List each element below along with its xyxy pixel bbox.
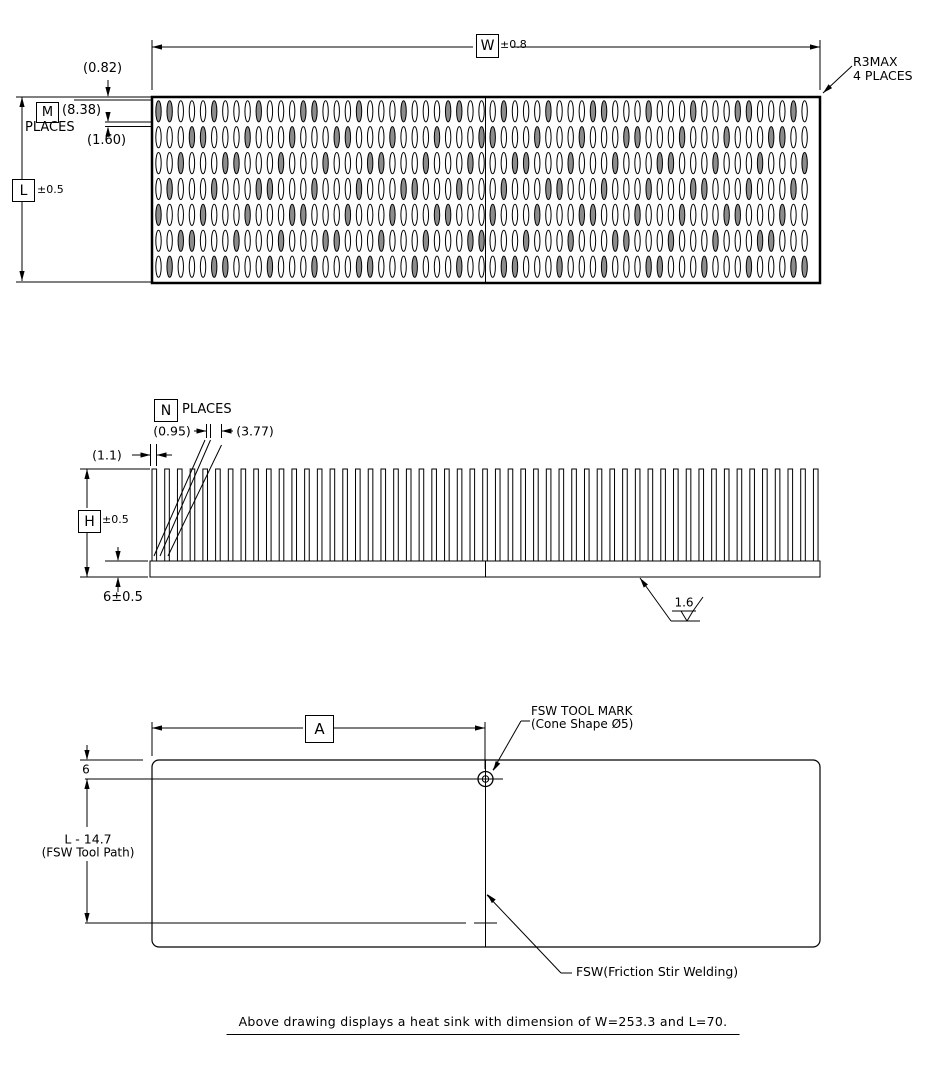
dim-l-tolerance: ±0.5 <box>37 183 64 196</box>
corner-places-label: 4 PLACES <box>853 68 913 83</box>
fin-count-places: PLACES <box>182 402 232 417</box>
base-thickness-dim: 6±0.5 <box>103 590 143 605</box>
dim-pitch-places: PLACES <box>25 120 75 135</box>
surface-finish-value: 1.6 <box>674 595 694 610</box>
fin-thickness-dim: (0.95) <box>153 423 191 439</box>
dim-w-tolerance: ±0.8 <box>500 38 527 51</box>
dim-l-box: L <box>12 179 35 202</box>
tool-path-label: (FSW Tool Path) <box>41 845 135 860</box>
fsw-label: FSW(Friction Stir Welding) <box>576 964 739 979</box>
dim-h-box: H <box>78 510 101 533</box>
tool-mark-label: FSW TOOL MARK <box>531 704 633 718</box>
dim-w-box: W <box>476 34 499 58</box>
dim-pitch-letter-box: M <box>36 102 59 123</box>
dim-edge-offset: (0.82) <box>83 61 123 76</box>
drawing-note: Above drawing displays a heat sink with … <box>226 1014 740 1035</box>
edge-offset-dim: (1.1) <box>92 447 122 463</box>
tool-mark-detail: (Cone Shape Ø5) <box>531 717 634 731</box>
corner-radius-label: R3MAX <box>853 54 898 69</box>
dim-a-box: A <box>305 715 334 743</box>
dim-row-gap: (1.60) <box>87 133 127 148</box>
dim-h-tolerance: ±0.5 <box>102 513 129 526</box>
edge-dim: 6 <box>82 762 90 777</box>
fin-pitch-dim: (3.77) <box>236 423 274 439</box>
fin-count-letter-box: N <box>154 399 178 422</box>
dim-pitch: (8.38) <box>62 103 102 118</box>
tool-path-dim: L - 14.7 <box>64 831 112 847</box>
